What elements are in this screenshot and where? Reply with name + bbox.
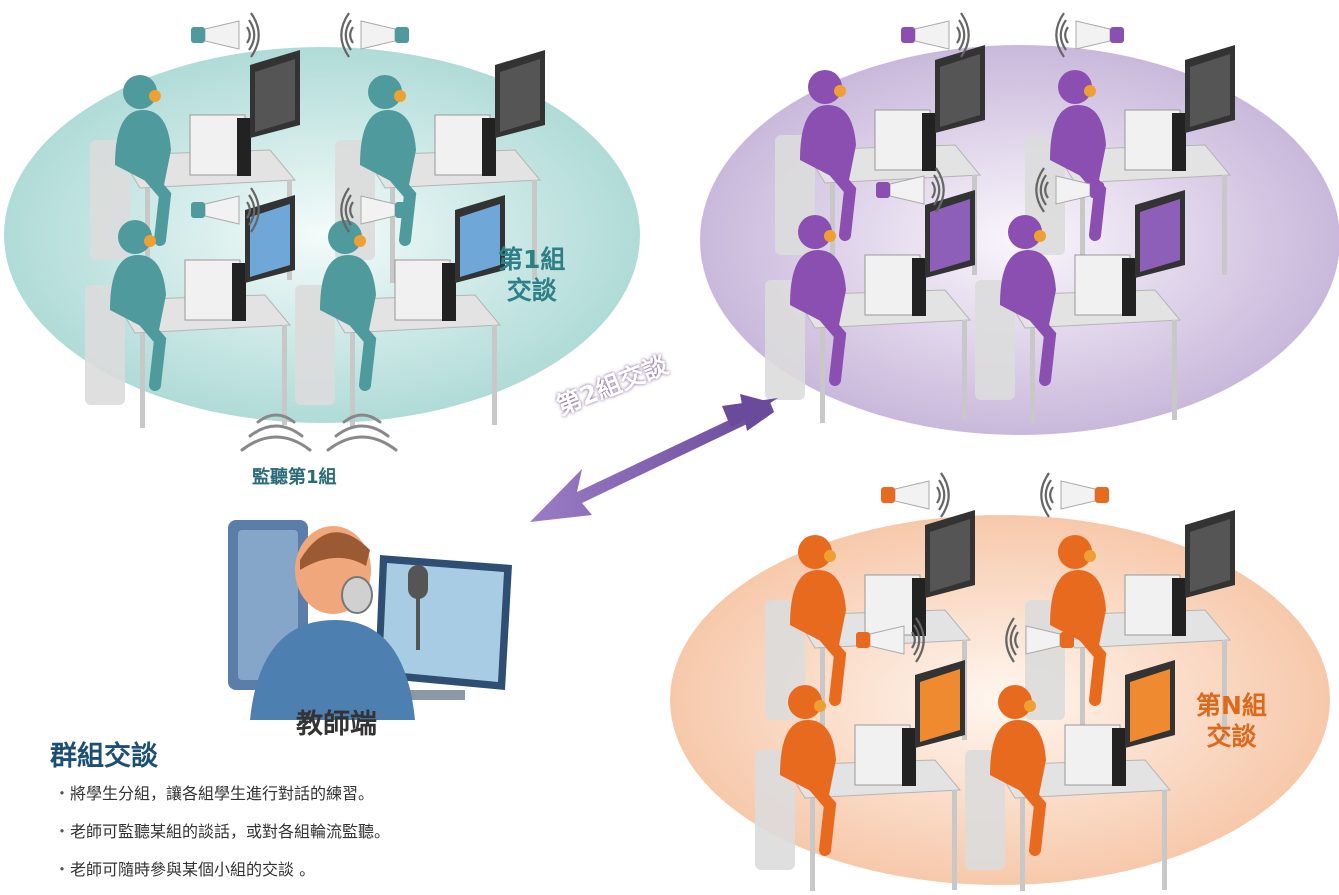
student-station-icon [1025,45,1235,278]
megaphone-icon [340,12,409,58]
listen-label: 監聽第1組 [252,467,337,488]
megaphone-icon [856,617,925,663]
bullet-item: 老師可監聽某組的談話，或對各組輪流監聽。 [54,813,390,851]
megaphone-icon [1040,472,1109,518]
megaphone-icon [1035,167,1104,213]
bullet-item: 將學生分組，讓各組學生進行對話的練習。 [54,775,390,813]
student-station-icon [1025,510,1235,743]
megaphone-icon [901,12,970,58]
megaphone-icon [191,12,260,58]
megaphone-icon [876,167,945,213]
section-title: 群組交談 [50,741,158,772]
megaphone-icon [881,472,950,518]
student-station-icon [775,45,985,278]
student-station-icon [765,190,975,423]
student-station-icon [295,195,505,428]
student-station-icon [965,660,1175,893]
megaphone-icon [1005,617,1074,663]
bullet-list: 將學生分組，讓各組學生進行對話的練習。 老師可監聽某組的談話，或對各組輪流監聽。… [54,775,390,889]
group1-label: 第1組 交談 [498,245,566,306]
groupN-label: 第N組 交談 [1196,691,1267,752]
student-station-icon [90,50,300,283]
megaphone-icon [191,187,260,233]
student-station-icon [335,50,545,283]
student-station-icon [85,195,295,428]
student-station-icon [755,660,965,893]
megaphone-icon [340,187,409,233]
student-station-icon [975,190,1185,423]
bullet-item: 老師可隨時參與某個小組的交談 。 [54,851,390,889]
teacher-label: 教師端 [296,709,377,740]
double-arrow-icon [530,394,778,522]
listen-wave-icon [240,413,398,452]
megaphone-icon [1055,12,1124,58]
teacher-station-icon [228,520,512,720]
